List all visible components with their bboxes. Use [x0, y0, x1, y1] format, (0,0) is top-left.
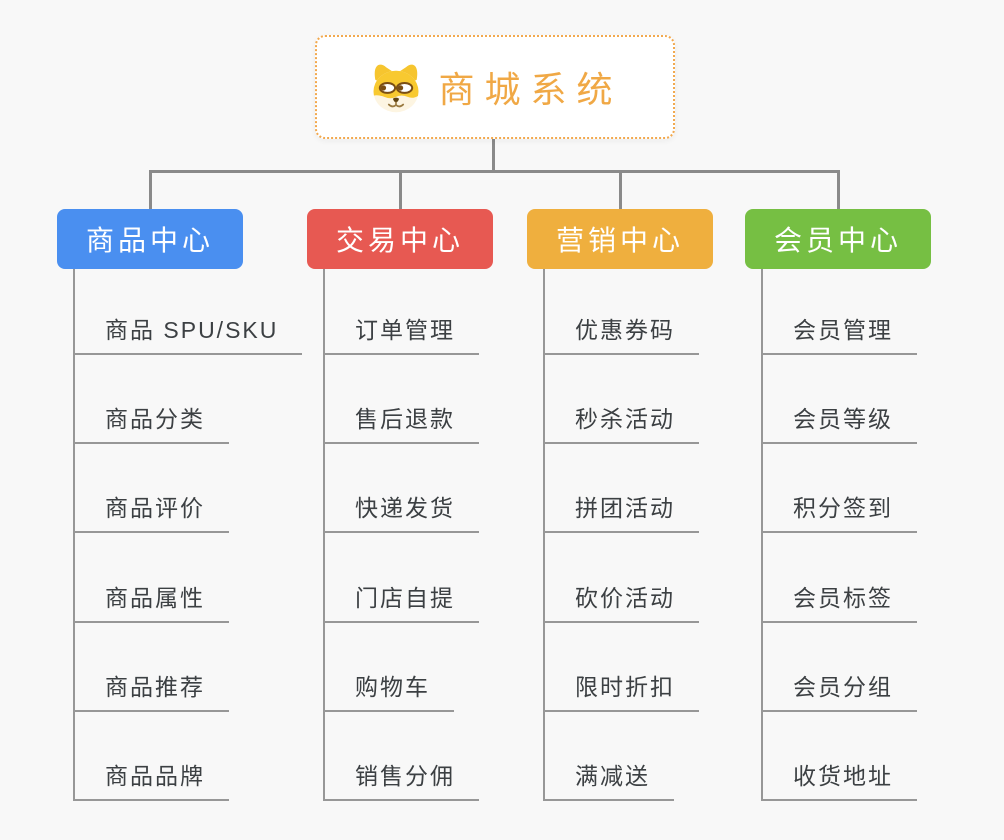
leaf-node[interactable]: 售后退款: [323, 404, 479, 444]
branch-node-member-center[interactable]: 会员中心: [745, 209, 931, 269]
leaf-node[interactable]: 满减送: [543, 761, 674, 801]
leaf-label: 门店自提: [355, 585, 455, 611]
connector-drop-trade: [399, 170, 402, 210]
connector-drop-product: [149, 170, 152, 210]
leaf-node[interactable]: 购物车: [323, 672, 454, 712]
leaf-label: 秒杀活动: [575, 406, 675, 432]
leaf-node[interactable]: 商品品牌: [73, 761, 229, 801]
leaf-label: 销售分佣: [355, 763, 455, 789]
leaf-node[interactable]: 积分签到: [761, 493, 917, 533]
branch-spine-marketing: [543, 269, 545, 801]
connector-drop-marketing: [619, 170, 622, 210]
leaf-node[interactable]: 优惠券码: [543, 315, 699, 355]
branch-label: 商品中心: [85, 225, 214, 256]
leaf-node[interactable]: 快递发货: [323, 493, 479, 533]
leaf-node[interactable]: 会员标签: [761, 583, 917, 623]
connector-root-drop: [492, 139, 495, 173]
branch-label: 会员中心: [773, 225, 902, 256]
branch-spine-member: [761, 269, 763, 801]
branch-label: 交易中心: [335, 225, 464, 256]
leaf-label: 优惠券码: [575, 317, 675, 343]
root-title: 商城系统: [438, 69, 623, 110]
leaf-label: 满减送: [575, 763, 650, 789]
leaf-label: 收货地址: [793, 763, 893, 789]
leaf-node[interactable]: 收货地址: [761, 761, 917, 801]
branch-node-product-center[interactable]: 商品中心: [57, 209, 243, 269]
leaf-label: 订单管理: [355, 317, 455, 343]
branch-spine-product: [73, 269, 75, 801]
leaf-label: 商品属性: [105, 585, 205, 611]
leaf-node[interactable]: 限时折扣: [543, 672, 699, 712]
leaf-label: 售后退款: [355, 406, 455, 432]
leaf-label: 商品推荐: [105, 674, 205, 700]
leaf-node[interactable]: 订单管理: [323, 315, 479, 355]
leaf-node[interactable]: 拼团活动: [543, 493, 699, 533]
leaf-node[interactable]: 销售分佣: [323, 761, 479, 801]
leaf-node[interactable]: 会员等级: [761, 404, 917, 444]
leaf-node[interactable]: 会员管理: [761, 315, 917, 355]
leaf-label: 商品分类: [105, 406, 205, 432]
leaf-label: 快递发货: [355, 495, 455, 521]
leaf-label: 拼团活动: [575, 495, 675, 521]
branch-label: 营销中心: [555, 225, 684, 256]
leaf-label: 会员等级: [793, 406, 893, 432]
branch-node-trade-center[interactable]: 交易中心: [307, 209, 493, 269]
leaf-label: 会员分组: [793, 674, 893, 700]
leaf-label: 限时折扣: [575, 674, 675, 700]
leaf-node[interactable]: 会员分组: [761, 672, 917, 712]
leaf-label: 购物车: [355, 674, 430, 700]
leaf-node[interactable]: 秒杀活动: [543, 404, 699, 444]
leaf-label: 砍价活动: [575, 585, 675, 611]
leaf-label: 商品品牌: [105, 763, 205, 789]
leaf-node[interactable]: 商品分类: [73, 404, 229, 444]
leaf-node[interactable]: 商品评价: [73, 493, 229, 533]
leaf-node[interactable]: 门店自提: [323, 583, 479, 623]
dog-face-icon: [373, 64, 419, 113]
leaf-label: 商品评价: [105, 495, 205, 521]
connector-drop-member: [837, 170, 840, 210]
leaf-label: 会员标签: [793, 585, 893, 611]
leaf-node[interactable]: 砍价活动: [543, 583, 699, 623]
leaf-node[interactable]: 商品推荐: [73, 672, 229, 712]
root-node[interactable]: 商城系统: [315, 35, 675, 139]
branch-node-marketing-center[interactable]: 营销中心: [527, 209, 713, 269]
leaf-label: 商品 SPU/SKU: [105, 317, 279, 343]
leaf-label: 会员管理: [793, 317, 893, 343]
leaf-node[interactable]: 商品 SPU/SKU: [73, 315, 303, 355]
connector-horizontal-bar: [149, 170, 840, 173]
leaf-label: 积分签到: [793, 495, 893, 521]
branch-spine-trade: [323, 269, 325, 801]
leaf-node[interactable]: 商品属性: [73, 583, 229, 623]
